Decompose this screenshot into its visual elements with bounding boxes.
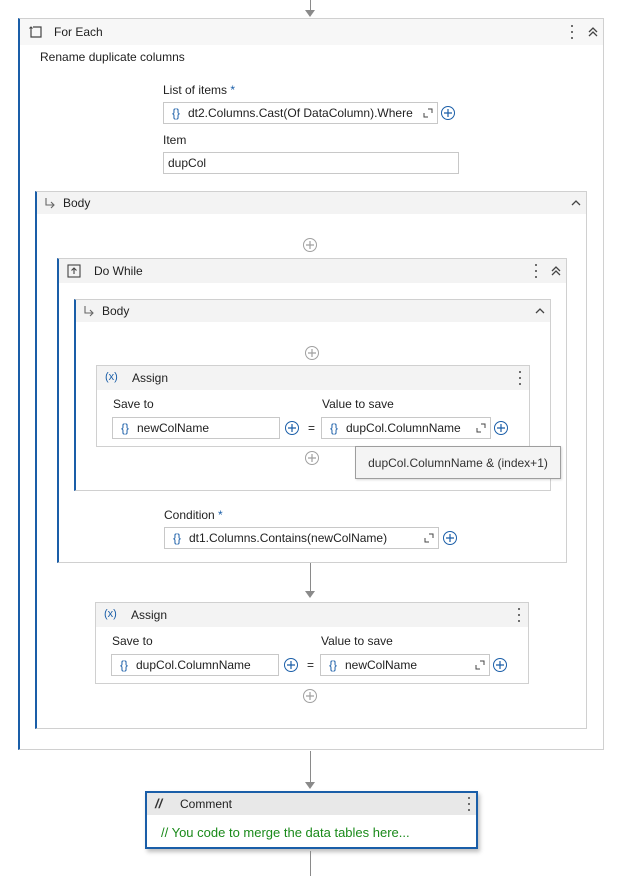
connector-line-top (310, 0, 311, 10)
assign-header[interactable]: (x) Assign (96, 603, 528, 627)
connector-line (310, 751, 311, 783)
comment-icon: // (155, 796, 163, 811)
list-add-button[interactable] (441, 106, 455, 120)
save-to-field[interactable]: {} dupCol.ColumnName (111, 654, 279, 676)
do-while-icon (67, 264, 81, 278)
body-arrow-icon (82, 304, 96, 318)
insert-activity-button[interactable] (305, 346, 319, 360)
for-each-menu-icon[interactable] (570, 25, 574, 39)
assign-title: Assign (131, 608, 168, 622)
for-each-description: Rename duplicate columns (40, 50, 185, 64)
value-add-button[interactable] (494, 421, 508, 435)
do-while-activity[interactable]: Do While Body (57, 258, 567, 563)
value-field[interactable]: {} newColName (320, 654, 490, 676)
expression-brace-icon: {} (328, 658, 337, 672)
assign-activity[interactable]: (x) Assign Save to Value to save {} newC… (96, 365, 530, 447)
expression-tooltip: dupCol.ColumnName & (index+1) (355, 446, 561, 479)
do-while-title: Do While (94, 264, 143, 278)
expand-editor-icon[interactable] (419, 108, 437, 118)
value-field[interactable]: {} dupCol.ColumnName (321, 417, 491, 439)
expression-brace-icon: {} (171, 106, 180, 120)
assign-title: Assign (132, 371, 169, 385)
item-label: Item (163, 133, 187, 147)
do-while-collapse-icon[interactable] (549, 264, 563, 278)
connector-arrow (305, 591, 315, 598)
save-to-field[interactable]: {} newColName (112, 417, 280, 439)
do-while-body-header[interactable]: Body (76, 300, 550, 322)
condition-add-button[interactable] (443, 531, 457, 545)
comment-title: Comment (180, 797, 233, 811)
comment-text[interactable]: // You code to merge the data tables her… (161, 825, 410, 840)
for-each-icon (29, 25, 43, 39)
assign-icon: (x) (105, 371, 118, 383)
expand-editor-icon[interactable] (472, 423, 490, 433)
collapse-double-chevron-icon[interactable] (586, 25, 600, 39)
expression-brace-icon: {} (120, 421, 129, 435)
assign-header[interactable]: (x) Assign (97, 366, 529, 390)
for-each-body-header[interactable]: Body (37, 192, 586, 214)
expand-editor-icon[interactable] (471, 660, 489, 670)
body-collapse-chevron-icon[interactable] (533, 304, 547, 318)
item-field[interactable]: dupCol (163, 152, 459, 174)
expression-brace-icon: {} (329, 421, 338, 435)
body-arrow-icon (43, 196, 57, 210)
value-add-button[interactable] (493, 658, 507, 672)
for-each-body[interactable]: Body Do While (35, 191, 587, 729)
do-while-header[interactable]: Do While (59, 259, 566, 283)
comment-activity[interactable]: // Comment // You code to merge the data… (145, 791, 478, 849)
list-of-items-label: List of items * (163, 83, 236, 97)
equals-sign: = (308, 421, 316, 435)
expand-editor-icon[interactable] (420, 533, 438, 543)
value-to-save-label: Value to save (322, 397, 394, 411)
comment-header[interactable]: // Comment (147, 793, 476, 815)
save-to-label: Save to (113, 397, 154, 411)
assign-menu-icon[interactable] (518, 371, 522, 385)
expression-brace-icon: {} (172, 531, 181, 545)
value-to-save-label: Value to save (321, 634, 393, 648)
for-each-activity[interactable]: For Each Rename duplicate columns List o… (18, 18, 604, 750)
connector-line-bottom (310, 851, 311, 876)
assign-menu-icon[interactable] (517, 608, 521, 622)
save-to-add-button[interactable] (285, 421, 299, 435)
do-while-menu-icon[interactable] (534, 264, 538, 278)
assign-activity-2[interactable]: (x) Assign Save to Value to save {} dupC… (95, 602, 529, 684)
assign-icon: (x) (104, 608, 117, 620)
for-each-body-title: Body (63, 196, 91, 210)
do-while-body-title: Body (102, 304, 130, 318)
list-of-items-field[interactable]: {} dt2.Columns.Cast(Of DataColumn).Where (163, 102, 438, 124)
condition-field[interactable]: {} dt1.Columns.Contains(newColName) (164, 527, 439, 549)
body-collapse-chevron-icon[interactable] (569, 196, 583, 210)
expression-brace-icon: {} (119, 658, 128, 672)
equals-sign: = (307, 658, 315, 672)
save-to-label: Save to (112, 634, 153, 648)
connector-arrow (305, 782, 315, 789)
connector-arrow-top (305, 10, 315, 17)
save-to-add-button[interactable] (284, 658, 298, 672)
do-while-body[interactable]: Body (x) Assign Save to Value to save (74, 299, 551, 491)
insert-activity-button[interactable] (305, 451, 319, 465)
insert-activity-button[interactable] (303, 238, 317, 252)
connector-line (310, 563, 311, 591)
comment-menu-icon[interactable] (467, 797, 471, 811)
for-each-header[interactable]: For Each (20, 19, 603, 45)
condition-label: Condition * (164, 508, 223, 522)
for-each-title: For Each (54, 25, 103, 39)
insert-activity-button[interactable] (303, 689, 317, 703)
